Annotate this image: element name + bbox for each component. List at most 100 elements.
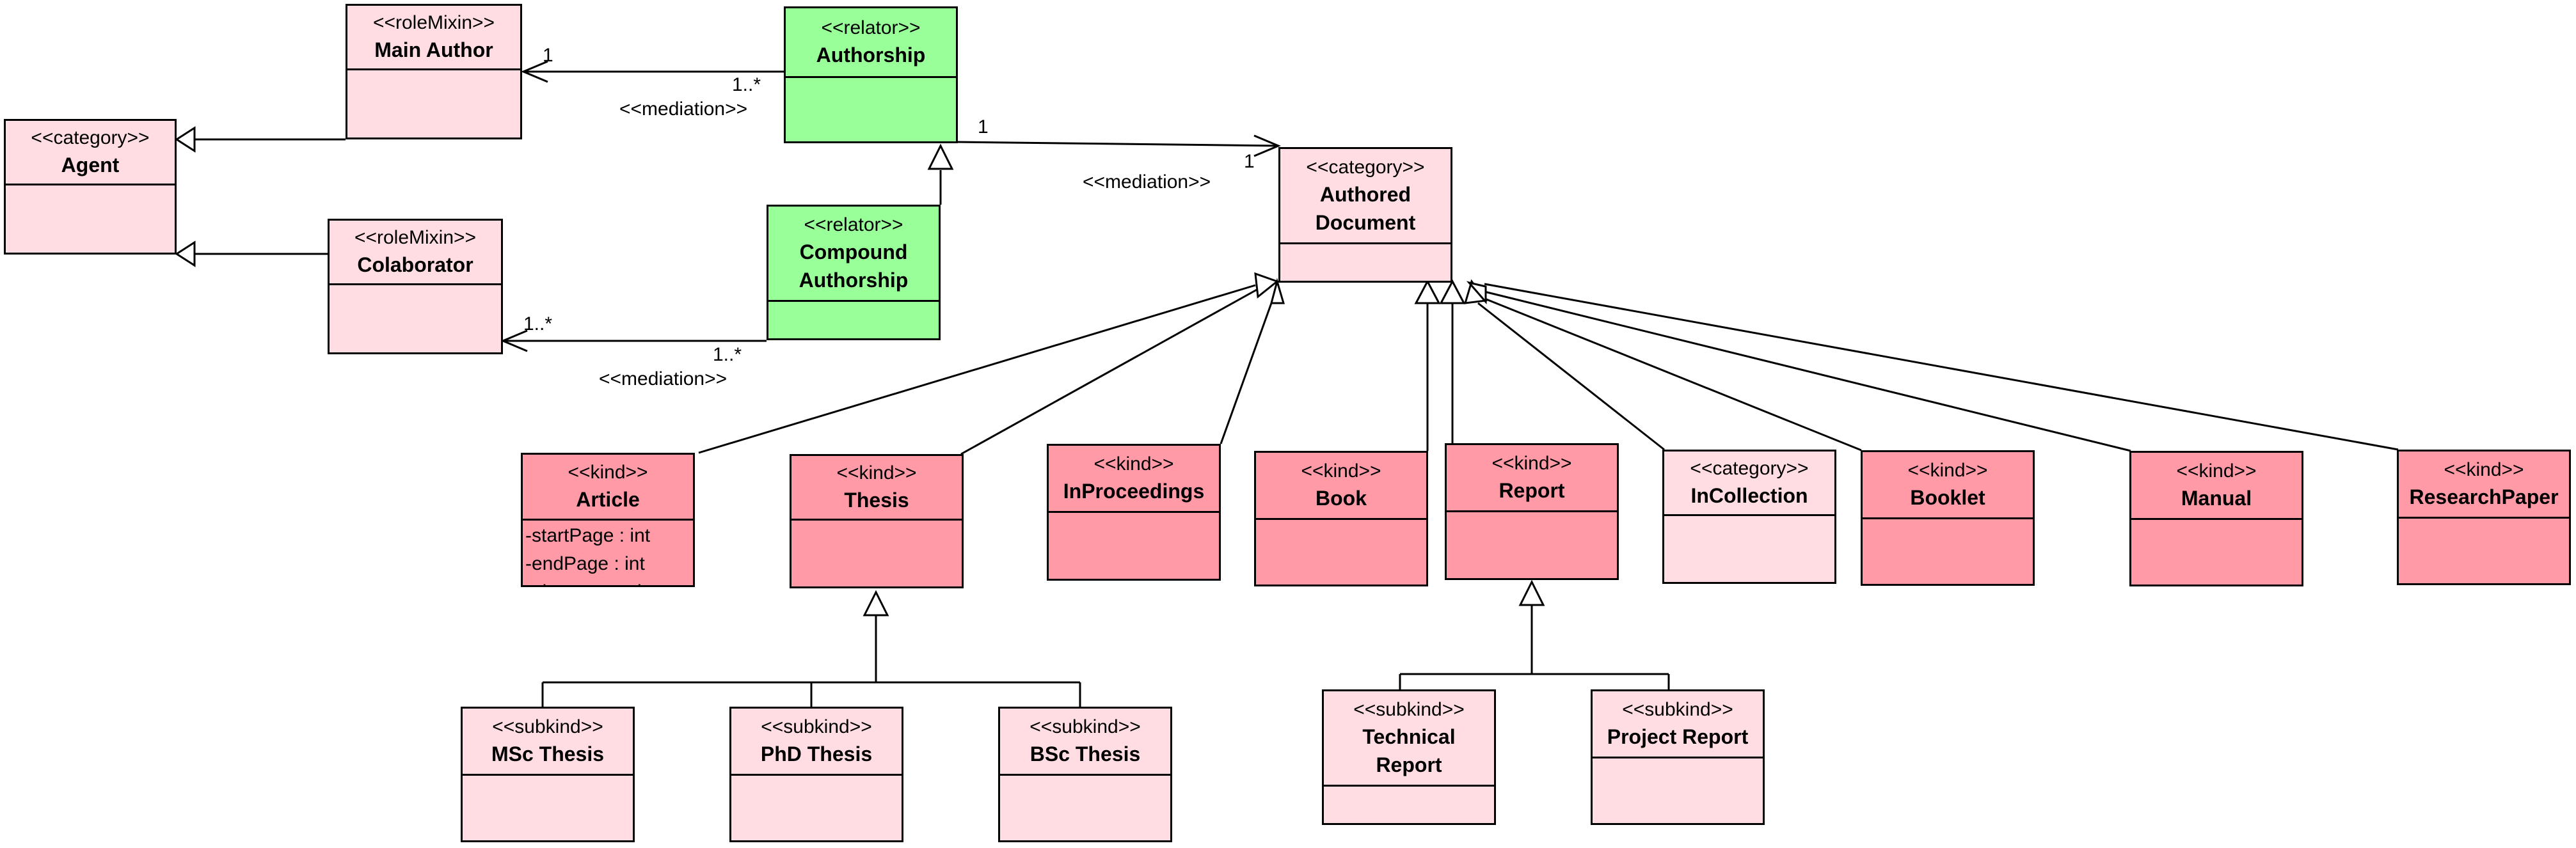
gen-triangle-document-3 [1414, 279, 1441, 304]
attribute-compartment [1256, 520, 1426, 585]
gen-inproceedings-document [1220, 302, 1273, 444]
class-authored-document[interactable]: <<category>> Authored Document [1278, 147, 1452, 283]
attribute-compartment [786, 78, 956, 141]
attribute-compartment [2399, 519, 2569, 583]
mult-main-author: 1 [543, 45, 553, 66]
mult-compound: 1..* [713, 344, 742, 365]
class-manual[interactable]: <<kind>> Manual [2129, 451, 2303, 586]
stereotype: <<kind>> [1491, 453, 1572, 474]
attribute-compartment [1324, 787, 1494, 823]
class-name: MSc Thesis [491, 742, 605, 766]
arrowhead-colaborator [500, 329, 528, 352]
class-name: ResearchPaper [2409, 485, 2559, 508]
class-name: BSc Thesis [1030, 742, 1141, 766]
stereotype: <<roleMixin>> [372, 12, 495, 33]
stereotype: <<kind>> [1301, 460, 1381, 482]
gen-thesis-document [960, 288, 1259, 455]
gen-researchpaper-document [1484, 283, 2399, 451]
attribute-compartment [731, 776, 902, 840]
stereotype: <<subkind>> [761, 716, 872, 737]
arrowhead-mainauthor [521, 60, 548, 83]
class-project-report[interactable]: <<subkind>> Project Report [1591, 689, 1765, 825]
class-thesis[interactable]: <<kind>> Thesis [790, 454, 964, 588]
class-colaborator[interactable]: <<roleMixin>> Colaborator [328, 219, 503, 354]
attribute-compartment [463, 776, 633, 840]
attribute-compartment [2131, 520, 2302, 585]
gen-triangle-document-4 [1439, 279, 1466, 304]
stereotype: <<relator>> [821, 17, 921, 38]
class-report[interactable]: <<kind>> Report [1445, 443, 1619, 580]
class-name: InCollection [1690, 484, 1808, 507]
gen-triangle-agent-top [175, 126, 196, 153]
class-book[interactable]: <<kind>> Book [1254, 451, 1428, 586]
attribute-compartment [1593, 758, 1763, 823]
stereotype: <<kind>> [1907, 460, 1988, 481]
attribute-compartment [1049, 513, 1219, 579]
attribute-start-page: -startPage : int [525, 525, 651, 546]
class-name: Project Report [1607, 725, 1749, 748]
gen-triangle-report [1518, 579, 1545, 606]
stereotype: <<kind>> [2444, 459, 2524, 480]
gen-triangle-document-6 [1466, 281, 1487, 305]
class-compound-authorship[interactable]: <<relator>> Compound Authorship [767, 205, 941, 340]
class-name: PhD Thesis [760, 742, 873, 766]
class-name: Main Author [374, 38, 493, 61]
mediation-label-1: <<mediation>> [619, 98, 748, 120]
class-article[interactable]: <<kind>> Article -startPage : int -endPa… [521, 453, 695, 587]
gen-article-document [698, 284, 1256, 454]
mult-document: 1 [1244, 151, 1255, 172]
class-research-paper[interactable]: <<kind>> ResearchPaper [2397, 450, 2571, 585]
gen-triangle-document-1 [1254, 272, 1280, 299]
attribute-abstract: -abstract : string [525, 578, 690, 585]
gen-triangle-thesis [863, 590, 889, 616]
arrowhead-document [1253, 134, 1281, 157]
class-main-author[interactable]: <<roleMixin>> Main Author [346, 4, 522, 139]
class-booklet[interactable]: <<kind>> Booklet [1861, 450, 2035, 586]
gen-triangle-authorship [927, 143, 954, 170]
attribute-compartment [1863, 519, 2033, 584]
attribute-end-page: -endPage : int [525, 553, 645, 574]
class-name: Thesis [844, 489, 909, 512]
class-name: Manual [2181, 487, 2252, 510]
stereotype: <<roleMixin>> [354, 227, 477, 248]
class-phd-thesis[interactable]: <<subkind>> PhD Thesis [729, 707, 903, 842]
stereotype: <<category>> [1306, 157, 1425, 178]
stereotype: <<subkind>> [1030, 716, 1141, 737]
stereotype: <<kind>> [568, 462, 648, 483]
gen-manual-document [1484, 290, 2131, 452]
mult-colaborator: 1..* [523, 313, 553, 334]
attribute-compartment [1447, 512, 1617, 578]
mult-authorship-right: 1 [978, 116, 989, 137]
class-name: Authorship [816, 43, 926, 67]
class-name: Booklet [1910, 486, 1985, 509]
stereotype: <<category>> [31, 127, 150, 148]
gen-booklet-document [1483, 297, 1862, 451]
class-name: Authored Document [1315, 183, 1416, 234]
stereotype: <<kind>> [836, 462, 917, 483]
mult-authorship-left: 1..* [732, 74, 761, 95]
class-authorship[interactable]: <<relator>> Authorship [784, 6, 958, 143]
class-incollection[interactable]: <<category>> InCollection [1662, 450, 1836, 584]
class-bsc-thesis[interactable]: <<subkind>> BSc Thesis [998, 707, 1172, 842]
class-name: InProceedings [1063, 480, 1205, 503]
gen-incollection-document [1477, 302, 1665, 451]
stereotype: <<category>> [1690, 458, 1809, 479]
class-name: Compound Authorship [799, 240, 909, 292]
attribute-compartment [1000, 776, 1170, 840]
attribute-compartment [347, 70, 520, 137]
class-agent[interactable]: <<category>> Agent [4, 119, 177, 255]
stereotype: <<kind>> [2176, 460, 2257, 482]
class-name: Report [1499, 479, 1565, 502]
attribute-compartment [330, 285, 501, 352]
attribute-compartment [1280, 244, 1451, 281]
class-msc-thesis[interactable]: <<subkind>> MSc Thesis [461, 707, 635, 842]
assoc-authorship-document [957, 141, 1279, 147]
class-name: Colaborator [357, 253, 473, 276]
stereotype: <<subkind>> [492, 716, 603, 737]
mediation-label-3: <<mediation>> [599, 368, 727, 389]
attribute-compartment [6, 185, 175, 253]
class-technical-report[interactable]: <<subkind>> Technical Report [1322, 689, 1496, 825]
class-inproceedings[interactable]: <<kind>> InProceedings [1047, 444, 1221, 581]
